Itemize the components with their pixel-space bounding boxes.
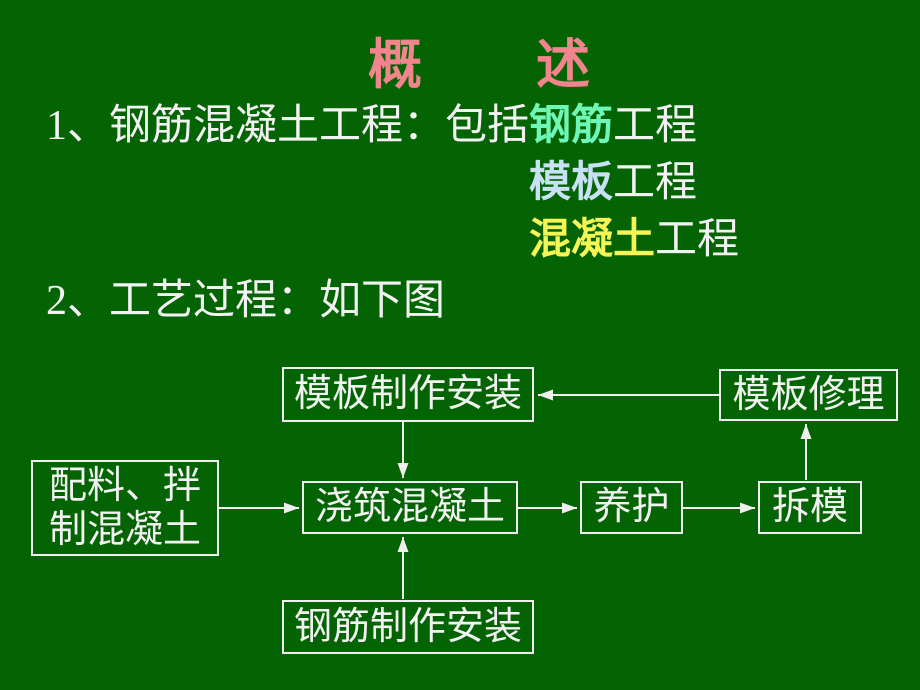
flow-box-pouring-label: 浇筑混凝土 <box>314 486 505 529</box>
flow-box-formwork-repair-label: 模板修理 <box>732 373 885 416</box>
work-suffix-rebar: 工程 <box>613 103 698 149</box>
work-suffix-formwork: 工程 <box>613 160 698 206</box>
flow-box-stripping: 拆模 <box>758 481 862 534</box>
flow-box-formwork-repair: 模板修理 <box>719 369 898 421</box>
flow-box-stripping-label: 拆模 <box>771 486 848 529</box>
flow-box-formwork-make-label: 模板制作安装 <box>293 373 522 416</box>
work-line-formwork: 模板工程 <box>529 160 698 206</box>
work-term-rebar: 钢筋 <box>529 103 614 149</box>
slide-title: 概 述 <box>368 35 592 95</box>
list-item-2: 2、工艺过程：如下图 <box>46 278 446 324</box>
flow-box-curing: 养护 <box>580 481 683 534</box>
flow-box-formwork-make: 模板制作安装 <box>282 367 534 422</box>
flow-box-batching: 配料、拌 制混凝土 <box>31 460 219 556</box>
flow-box-curing-label: 养护 <box>593 486 670 529</box>
flow-box-rebar-make: 钢筋制作安装 <box>282 600 534 654</box>
work-term-formwork: 模板 <box>529 160 614 206</box>
work-term-concrete: 混凝土 <box>529 217 656 263</box>
flow-box-pouring: 浇筑混凝土 <box>302 481 518 534</box>
flow-box-batching-label-line2: 制混凝土 <box>48 509 201 551</box>
flow-box-rebar-make-label: 钢筋制作安装 <box>293 605 522 648</box>
list-item-1-prefix: 1、钢筋混凝土工程：包括 <box>46 103 530 149</box>
work-suffix-concrete: 工程 <box>655 217 740 263</box>
flow-box-batching-label-line1: 配料、拌 <box>48 464 201 507</box>
work-line-rebar: 钢筋工程 <box>529 103 698 149</box>
work-line-concrete: 混凝土工程 <box>529 217 740 263</box>
